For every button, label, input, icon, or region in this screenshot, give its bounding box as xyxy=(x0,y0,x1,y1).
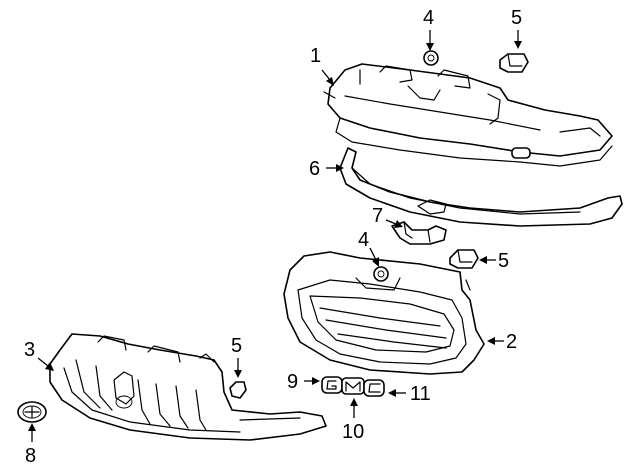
callout-1: 1 xyxy=(310,45,321,67)
callout-2: 2 xyxy=(506,331,517,353)
part-4-grommet-grille xyxy=(373,266,389,282)
part-2-grille-shell xyxy=(283,251,485,375)
callout-6: 6 xyxy=(309,158,320,180)
part-8-emblem xyxy=(17,401,47,423)
part-6-molding-strip xyxy=(339,147,623,227)
callout-11: 11 xyxy=(410,383,431,405)
callout-5-right: 5 xyxy=(498,250,509,272)
callout-10: 10 xyxy=(342,421,364,443)
part-5-clip-top xyxy=(499,53,529,73)
part-9-10-11-nameplate xyxy=(321,376,385,397)
callout-4-top: 4 xyxy=(423,7,434,29)
callout-8: 8 xyxy=(25,445,36,467)
callout-9: 9 xyxy=(287,371,298,393)
part-1-upper-fascia xyxy=(323,63,613,167)
part-4-grommet-top xyxy=(423,50,439,66)
part-5-clip-left xyxy=(229,381,247,399)
part-3-grille-insert xyxy=(49,333,327,441)
callout-7: 7 xyxy=(372,205,383,227)
callout-5-left: 5 xyxy=(231,335,242,357)
callout-leaders xyxy=(28,30,522,442)
part-7-bracket xyxy=(391,221,447,245)
callout-3: 3 xyxy=(24,339,35,361)
callout-labels: 1 2 3 4 4 5 5 5 6 7 8 9 10 11 xyxy=(24,7,522,467)
callout-4-grille: 4 xyxy=(358,229,369,251)
part-5-clip-right xyxy=(449,249,479,269)
callout-5-top: 5 xyxy=(511,7,522,29)
